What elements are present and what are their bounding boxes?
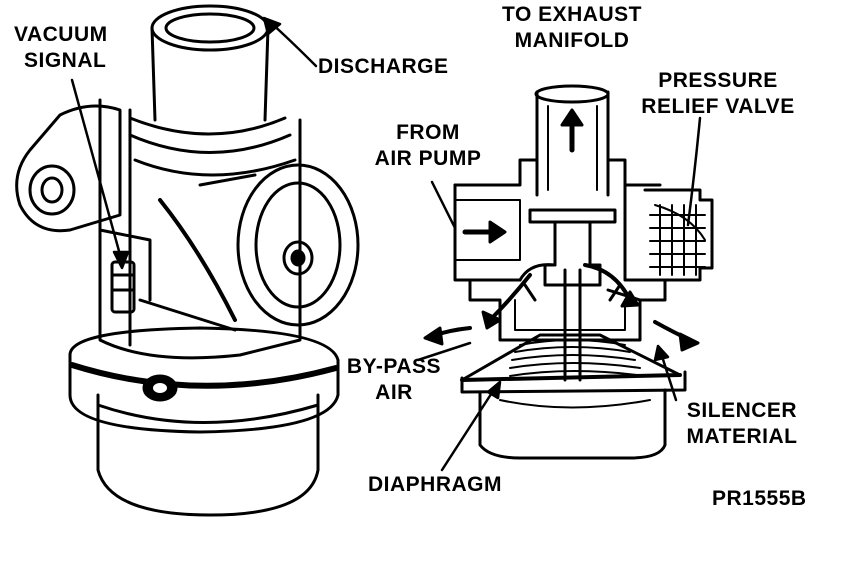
label-vacuum-signal: VACUUM SIGNAL bbox=[14, 22, 108, 74]
label-pressure-relief-valve-line2: RELIEF VALVE bbox=[641, 95, 795, 118]
label-vacuum-signal-line2: SIGNAL bbox=[24, 49, 107, 72]
valve-cross-section bbox=[423, 84, 714, 460]
label-by-pass-air: BY-PASS AIR bbox=[338, 354, 450, 406]
label-discharge: DISCHARGE bbox=[318, 55, 449, 78]
label-from-air-pump-line1: FROM bbox=[396, 121, 460, 144]
label-to-exhaust-manifold-line2: MANIFOLD bbox=[514, 29, 630, 52]
label-silencer-material-line1: SILENCER bbox=[686, 399, 798, 422]
label-by-pass-air-line2: AIR bbox=[375, 381, 413, 404]
leader-lines bbox=[70, 16, 702, 472]
figure-code: PR1555B bbox=[712, 487, 807, 510]
valve-exterior-view bbox=[15, 4, 360, 517]
label-from-air-pump-line2: AIR PUMP bbox=[374, 147, 482, 170]
label-to-exhaust-manifold: TO EXHAUST MANIFOLD bbox=[486, 2, 658, 54]
label-pressure-relief-valve-line1: PRESSURE bbox=[658, 69, 778, 92]
label-diaphragm: DIAPHRAGM bbox=[368, 473, 502, 496]
label-silencer-material: SILENCER MATERIAL bbox=[672, 398, 812, 450]
label-from-air-pump: FROM AIR PUMP bbox=[364, 120, 492, 172]
label-by-pass-air-line1: BY-PASS bbox=[346, 355, 442, 378]
label-to-exhaust-manifold-line1: TO EXHAUST bbox=[502, 3, 642, 26]
label-silencer-material-line2: MATERIAL bbox=[686, 425, 798, 448]
label-pressure-relief-valve: PRESSURE RELIEF VALVE bbox=[632, 68, 804, 120]
label-vacuum-signal-line1: VACUUM bbox=[14, 23, 108, 46]
